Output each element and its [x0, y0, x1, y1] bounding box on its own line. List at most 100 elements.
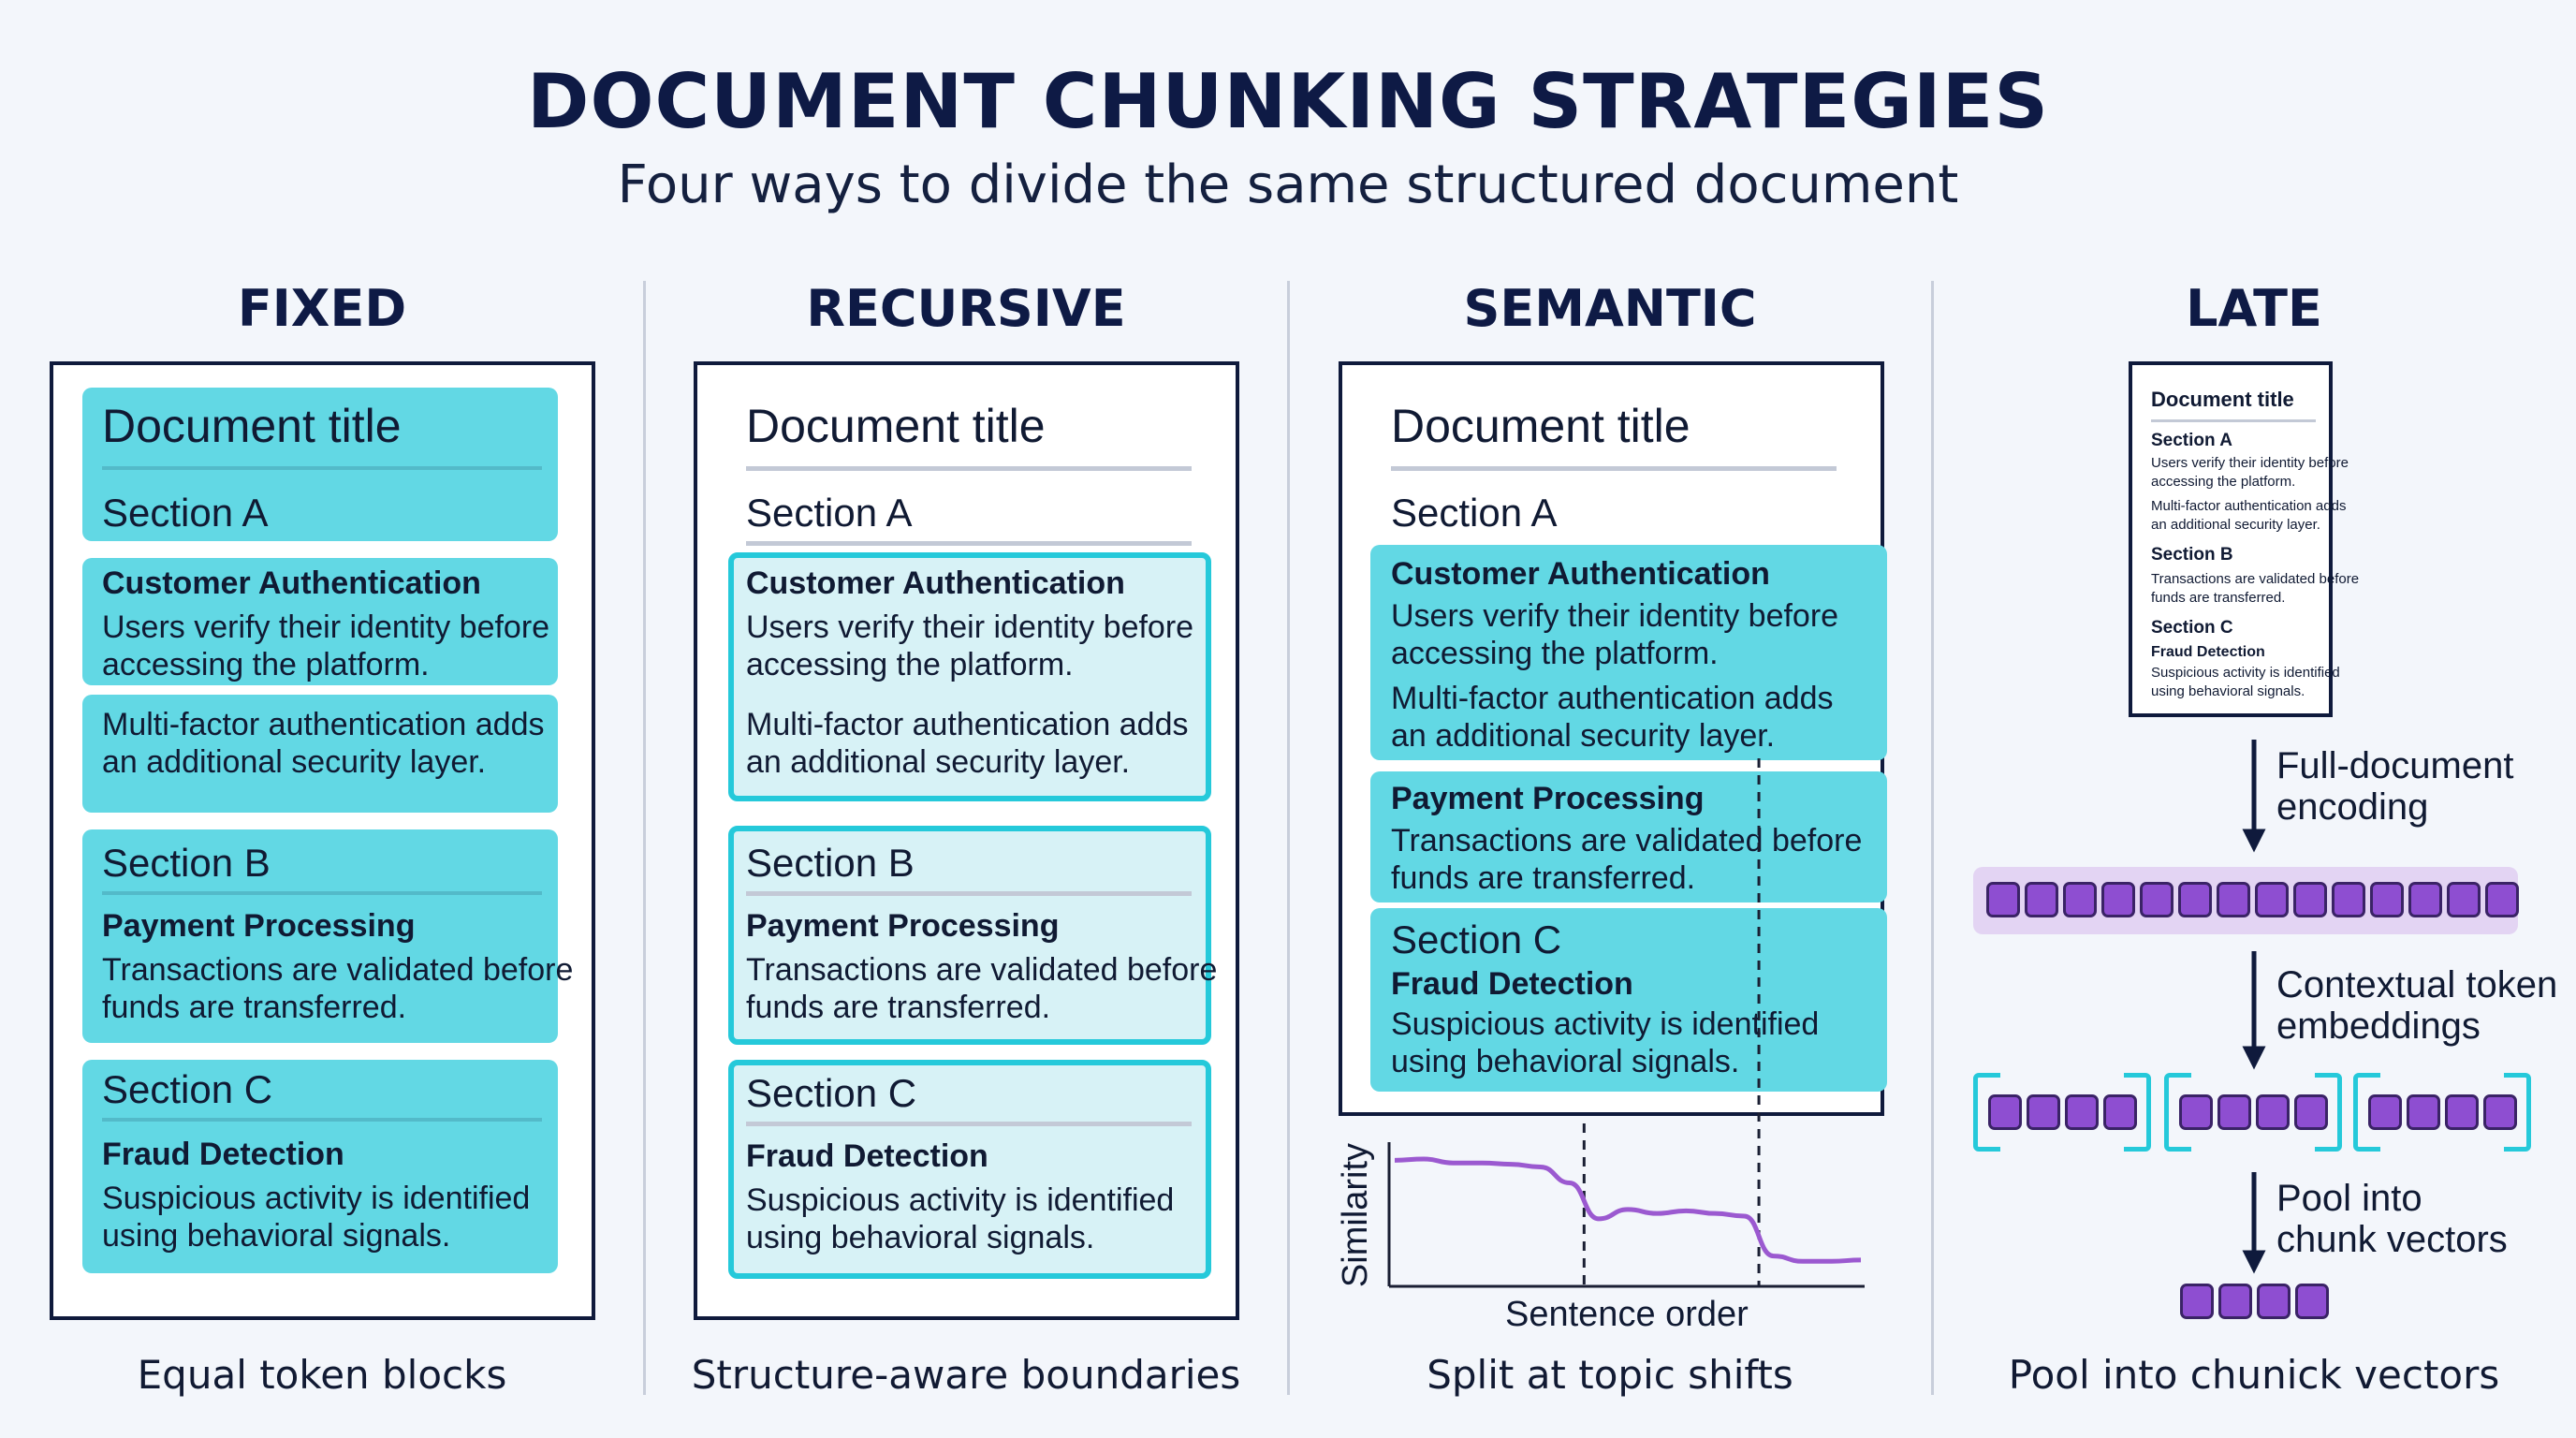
caption-recursive: Structure-aware boundaries	[691, 1352, 1241, 1398]
fraud-heading: Fraud Detection	[746, 1138, 988, 1174]
mini-pay-text: Transactions are validated before	[2151, 571, 2360, 587]
pooled-vector-cell	[2294, 1284, 2329, 1319]
step-label-pool: Pool into	[2276, 1178, 2422, 1219]
pay-text: Transactions are validated before	[102, 952, 574, 988]
contextual-token	[2255, 1094, 2290, 1130]
doc-title: Document title	[746, 400, 1046, 452]
mini-auth-text: accessing the platform.	[2151, 474, 2296, 490]
pooled-vector-cell	[2179, 1284, 2214, 1319]
mfa-text: Multi-factor authentication adds	[746, 707, 1189, 742]
auth-text: accessing the platform.	[746, 647, 1074, 682]
mini-fraud-heading: Fraud Detection	[2151, 644, 2265, 660]
mfa-text: Multi-factor authentication adds	[102, 707, 545, 742]
section-c-label: Section C	[1391, 917, 1562, 961]
fraud-text: Suspicious activity is identified	[102, 1181, 531, 1216]
mfa-text: Multi-factor authentication adds	[1391, 681, 1834, 716]
caption-semantic: Split at topic shifts	[1427, 1352, 1793, 1398]
pooled-vector-cell	[2217, 1284, 2252, 1319]
section-c-label: Section C	[746, 1071, 917, 1115]
fraud-text: using behavioral signals.	[1391, 1044, 1740, 1079]
contextual-token	[2217, 1094, 2251, 1130]
column-divider	[1287, 281, 1290, 1395]
pay-text: funds are transferred.	[746, 990, 1051, 1025]
token-embedding	[2101, 882, 2135, 917]
doc-title: Document title	[102, 400, 402, 452]
token-embedding	[2447, 882, 2481, 917]
pooled-vector-cell	[2256, 1284, 2291, 1319]
mini-auth-text: Users verify their identity before	[2151, 455, 2349, 471]
title-rule	[102, 466, 542, 470]
column-heading-late: LATE	[2186, 279, 2322, 338]
token-embedding	[1986, 882, 2020, 917]
fraud-text: using behavioral signals.	[746, 1220, 1095, 1255]
token-embedding	[2293, 882, 2327, 917]
mini-doc-title: Document title	[2151, 388, 2294, 411]
auth-heading: Customer Authentication	[1391, 556, 1770, 592]
column-divider	[1931, 281, 1934, 1395]
token-embedding	[2063, 882, 2097, 917]
token-embedding	[2178, 882, 2212, 917]
section-rule	[102, 1118, 542, 1122]
step-label-embeddings: embeddings	[2276, 1005, 2481, 1047]
title-rule	[746, 466, 1192, 471]
token-embedding	[2255, 882, 2289, 917]
section-c-label: Section C	[102, 1067, 273, 1111]
auth-text: Users verify their identity before	[1391, 598, 1839, 634]
section-rule	[746, 541, 1192, 546]
title-rule	[2151, 419, 2316, 422]
contextual-token	[2482, 1094, 2517, 1130]
step-label-embeddings: Contextual token	[2276, 964, 2558, 1005]
token-embedding	[2485, 882, 2519, 917]
section-rule	[746, 891, 1192, 896]
section-b-label: Section B	[746, 841, 915, 885]
token-embedding	[2332, 882, 2365, 917]
contextual-token	[2064, 1094, 2099, 1130]
step-label-encoding: Full-document	[2276, 745, 2514, 786]
contextual-token	[2444, 1094, 2479, 1130]
chart-x-label: Sentence order	[1505, 1295, 1749, 1334]
mini-fraud-text: Suspicious activity is identified	[2151, 665, 2340, 681]
contextual-token	[2178, 1094, 2213, 1130]
contextual-token	[2367, 1094, 2402, 1130]
step-label-pool: chunk vectors	[2276, 1219, 2508, 1260]
contextual-token	[2406, 1094, 2440, 1130]
mini-section-a: Section A	[2151, 431, 2232, 450]
recursive-chunk	[728, 1060, 1211, 1279]
recursive-chunk	[728, 826, 1211, 1045]
mini-mfa-text: an additional security layer.	[2151, 517, 2320, 533]
semantic-chunk	[1370, 771, 1887, 902]
fraud-heading: Fraud Detection	[102, 1137, 344, 1172]
auth-heading: Customer Authentication	[746, 565, 1125, 601]
caption-late: Pool into chunick vectors	[2008, 1352, 2500, 1398]
chart-y-label: Similarity	[1336, 1142, 1375, 1288]
fixed-chunk	[82, 1060, 558, 1273]
mini-section-c: Section C	[2151, 618, 2233, 638]
fixed-document: Document title Section A Customer Authen…	[50, 361, 595, 1320]
mini-section-b: Section B	[2151, 545, 2233, 565]
fraud-text: Suspicious activity is identified	[1391, 1006, 1820, 1042]
section-rule	[746, 1122, 1192, 1126]
section-a-label: Section A	[746, 491, 913, 535]
mfa-text: an additional security layer.	[102, 744, 487, 780]
pay-text: funds are transferred.	[1391, 860, 1696, 896]
pay-heading: Payment Processing	[746, 908, 1060, 944]
token-embedding	[2140, 882, 2174, 917]
pay-heading: Payment Processing	[1391, 781, 1705, 816]
pay-text: Transactions are validated before	[1391, 823, 1863, 858]
token-embedding	[2025, 882, 2058, 917]
auth-text: Users verify their identity before	[102, 609, 550, 645]
column-heading-semantic: SEMANTIC	[1463, 279, 1757, 338]
contextual-token	[2293, 1094, 2328, 1130]
title-rule	[1391, 466, 1837, 471]
column-divider	[643, 281, 646, 1395]
token-embedding	[2408, 882, 2442, 917]
contextual-token	[2026, 1094, 2060, 1130]
fixed-chunk	[82, 695, 558, 813]
page-subtitle: Four ways to divide the same structured …	[617, 154, 1959, 215]
fraud-text: Suspicious activity is identified	[746, 1182, 1175, 1218]
mfa-text: an additional security layer.	[746, 744, 1131, 780]
token-embedding	[2217, 882, 2250, 917]
recursive-document: Document title Section A Customer Authen…	[694, 361, 1239, 1320]
auth-text: accessing the platform.	[102, 647, 430, 682]
semantic-chunk	[1370, 545, 1887, 760]
